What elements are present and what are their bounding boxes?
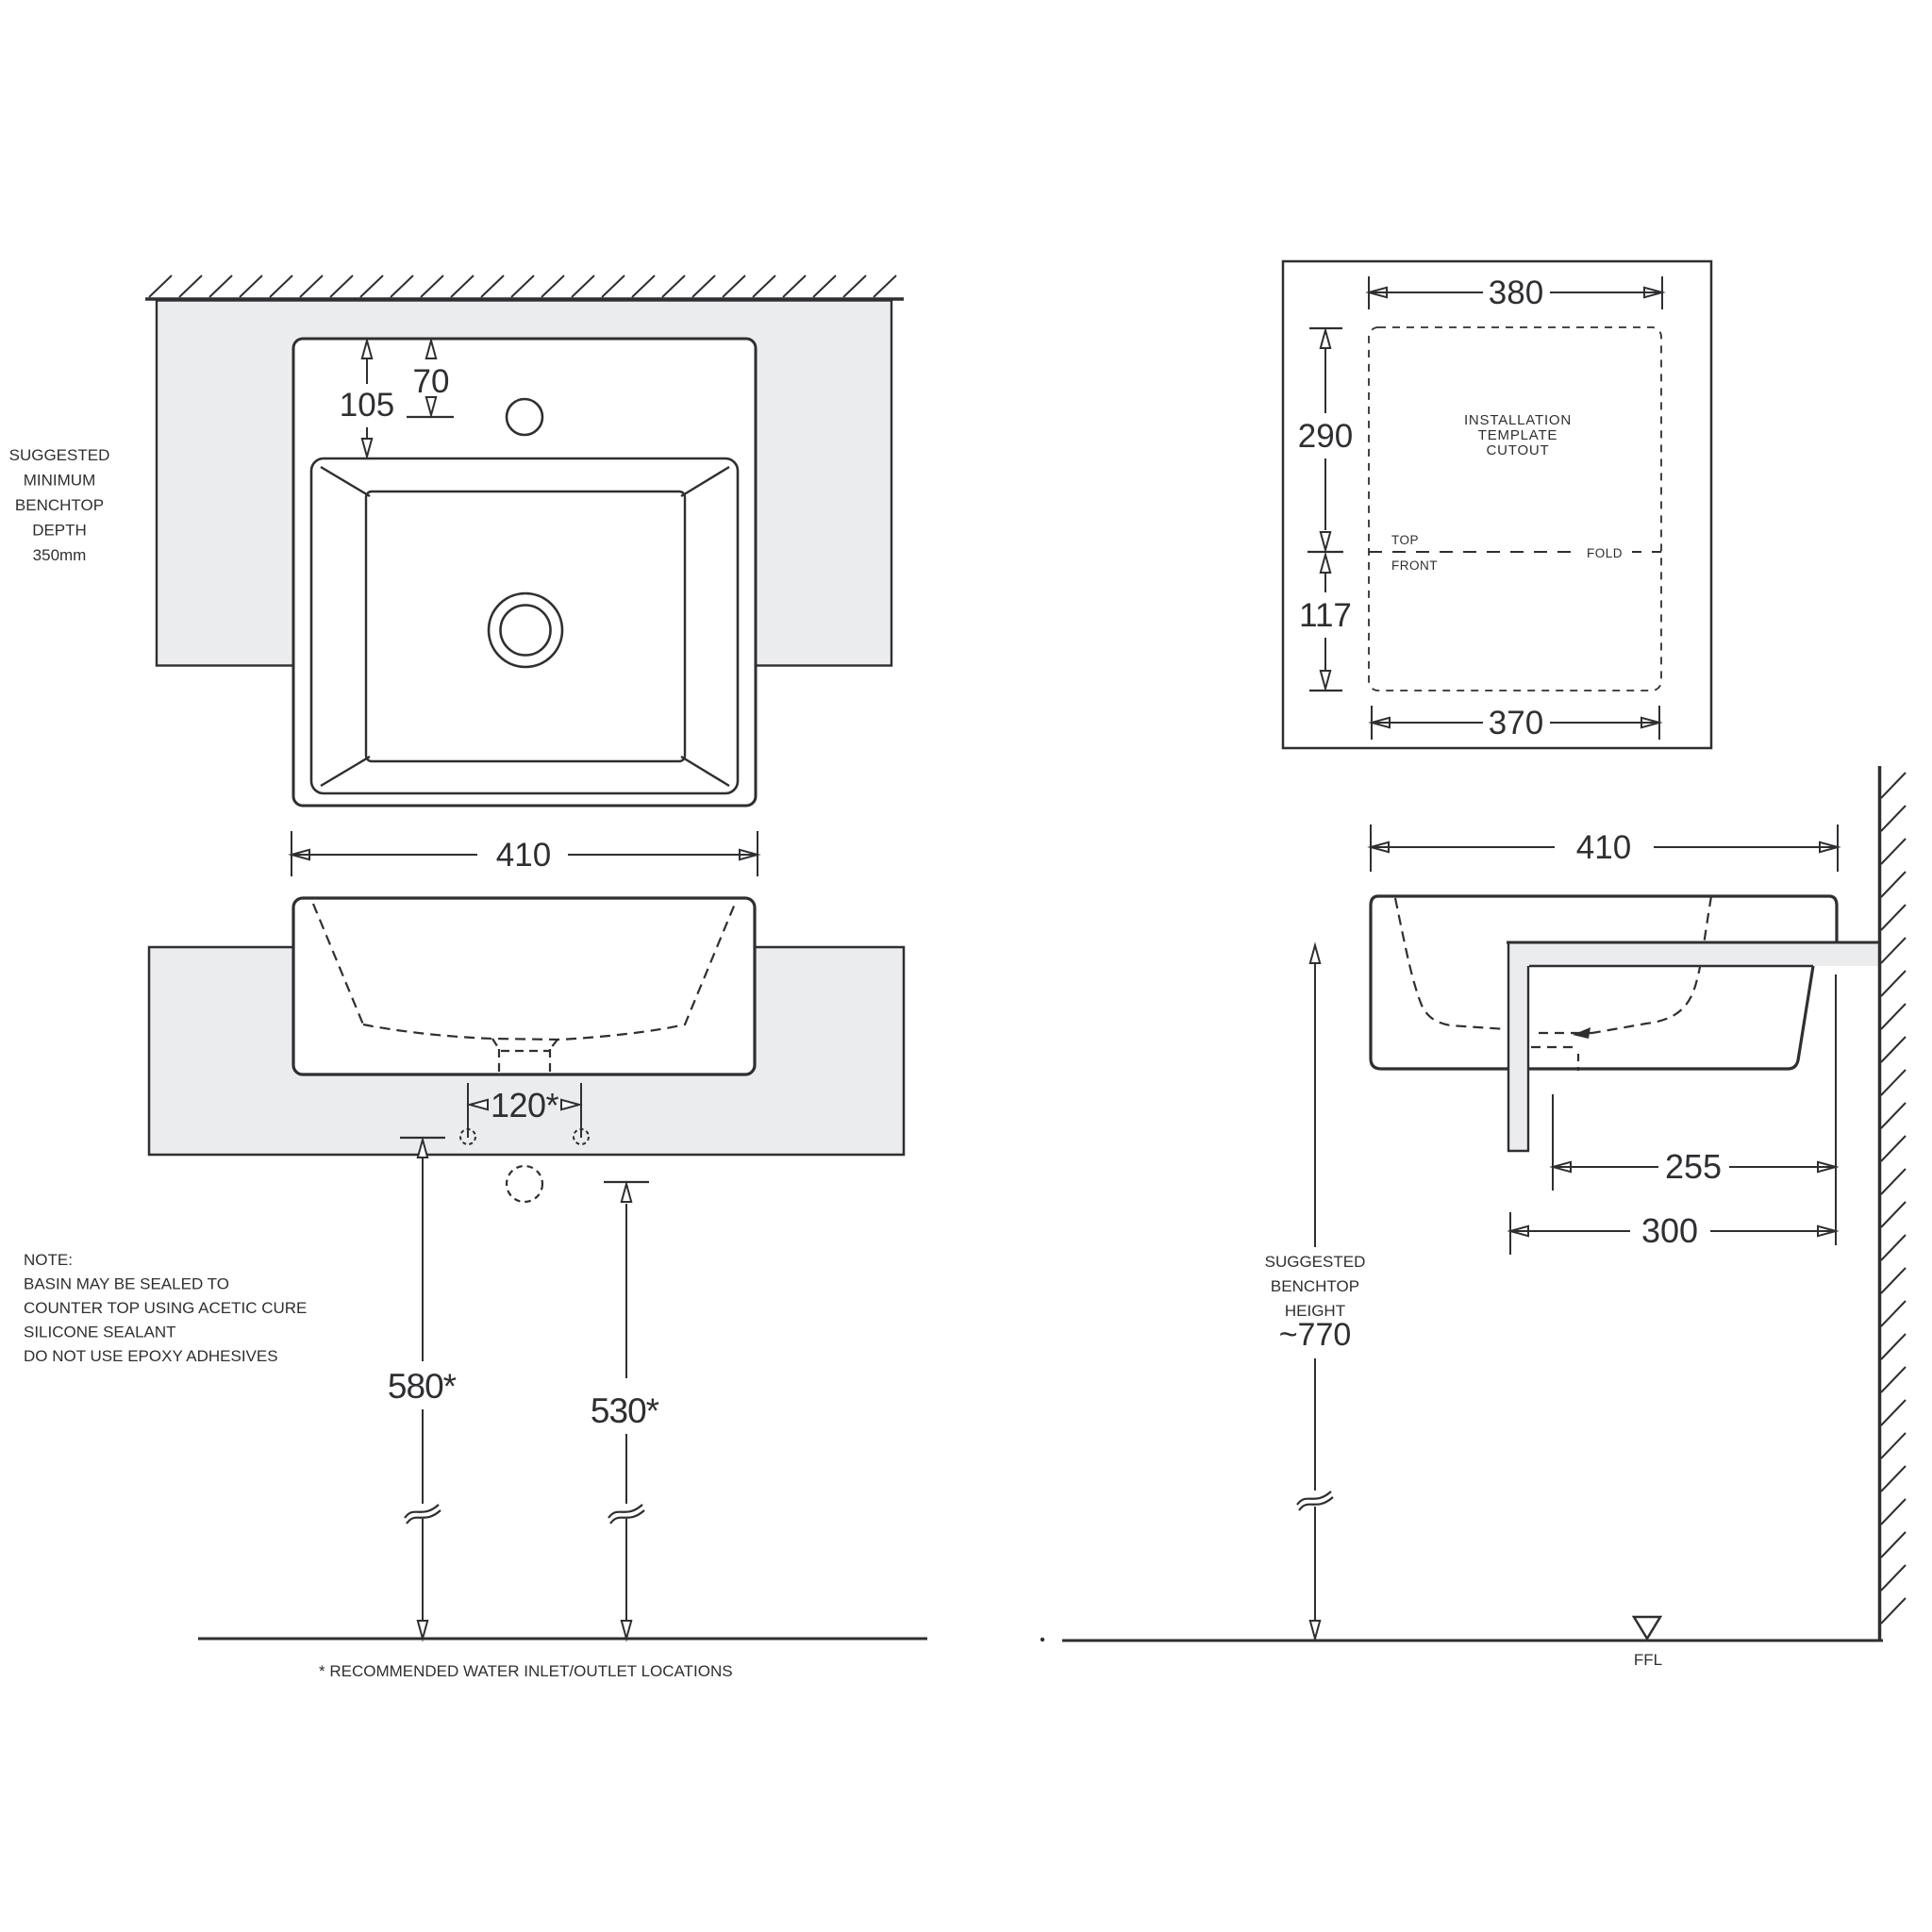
svg-text:TOP: TOP — [1391, 533, 1419, 547]
svg-text:410: 410 — [1576, 829, 1631, 866]
svg-text:380: 380 — [1489, 275, 1543, 311]
svg-text:255: 255 — [1665, 1147, 1722, 1186]
svg-text:DEPTH: DEPTH — [32, 522, 87, 540]
svg-text:BASIN MAY BE SEALED TO: BASIN MAY BE SEALED TO — [24, 1275, 229, 1293]
svg-text:INSTALLATION: INSTALLATION — [1464, 412, 1572, 428]
svg-text:SUGGESTED: SUGGESTED — [9, 446, 110, 464]
svg-text:70: 70 — [413, 363, 450, 400]
svg-text:DO NOT USE EPOXY ADHESIVES: DO NOT USE EPOXY ADHESIVES — [24, 1347, 278, 1365]
svg-text:580*: 580* — [388, 1367, 457, 1406]
svg-text:~770: ~770 — [1279, 1317, 1352, 1353]
svg-text:CUTOUT: CUTOUT — [1486, 442, 1549, 458]
svg-text:FOLD: FOLD — [1587, 546, 1623, 560]
svg-text:300: 300 — [1641, 1211, 1698, 1250]
svg-text:COUNTER TOP USING ACETIC CURE: COUNTER TOP USING ACETIC CURE — [24, 1299, 307, 1317]
svg-text:120*: 120* — [491, 1086, 559, 1124]
svg-text:370: 370 — [1489, 705, 1543, 741]
svg-text:410: 410 — [496, 837, 551, 874]
svg-text:BENCHTOP: BENCHTOP — [15, 496, 104, 514]
svg-text:290: 290 — [1298, 418, 1353, 455]
svg-text:SILICONE SEALANT: SILICONE SEALANT — [24, 1324, 176, 1341]
svg-text:105: 105 — [340, 387, 394, 424]
svg-text:SUGGESTED: SUGGESTED — [1265, 1253, 1366, 1271]
svg-text:HEIGHT: HEIGHT — [1285, 1302, 1345, 1320]
svg-text:TEMPLATE: TEMPLATE — [1478, 427, 1557, 443]
svg-text:FFL: FFL — [1634, 1651, 1662, 1669]
svg-text:NOTE:: NOTE: — [24, 1251, 73, 1269]
svg-text:530*: 530* — [591, 1391, 659, 1430]
svg-text:* RECOMMENDED WATER INLET/OUTL: * RECOMMENDED WATER INLET/OUTLET LOCATIO… — [319, 1662, 733, 1680]
svg-text:MINIMUM: MINIMUM — [24, 472, 95, 490]
svg-text:FRONT: FRONT — [1391, 558, 1438, 573]
svg-text:350mm: 350mm — [33, 546, 87, 564]
svg-text:BENCHTOP: BENCHTOP — [1271, 1277, 1359, 1295]
svg-text:117: 117 — [1299, 597, 1352, 634]
